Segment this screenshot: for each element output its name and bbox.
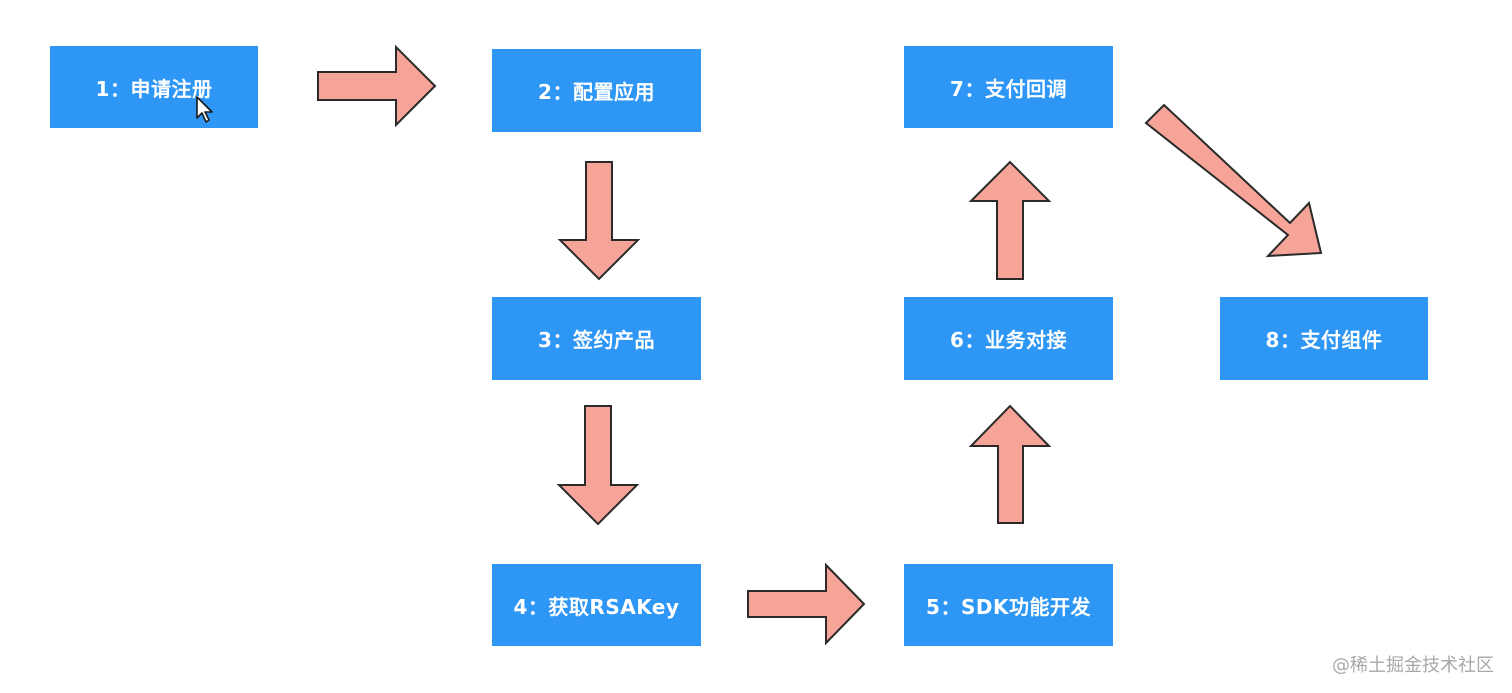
arrow-6-to-7 xyxy=(968,160,1052,280)
step-2-label: 2：配置应用 xyxy=(538,80,655,104)
arrow-7-to-8 xyxy=(1144,103,1323,258)
step-2-box: 2：配置应用 xyxy=(492,49,701,132)
mouse-pointer-icon xyxy=(196,96,213,123)
step-6-box: 6：业务对接 xyxy=(904,297,1113,380)
step-7-box: 7：支付回调 xyxy=(904,46,1113,128)
watermark: @稀土掘金技术社区 xyxy=(1332,655,1494,676)
step-5-box: 5：SDK功能开发 xyxy=(904,564,1113,646)
step-5-label: 5：SDK功能开发 xyxy=(926,594,1091,619)
arrow-1-to-2 xyxy=(317,44,437,128)
arrow-4-to-5 xyxy=(747,562,866,646)
arrow-2-to-3 xyxy=(557,161,641,281)
arrow-3-to-4 xyxy=(556,405,640,526)
step-3-label: 3：签约产品 xyxy=(538,328,655,352)
step-3-box: 3：签约产品 xyxy=(492,297,701,380)
step-7-label: 7：支付回调 xyxy=(950,76,1067,101)
step-1-box: 1：申请注册 xyxy=(50,46,258,128)
step-8-box: 8：支付组件 xyxy=(1220,297,1428,380)
step-6-label: 6：业务对接 xyxy=(950,328,1067,352)
step-1-label: 1：申请注册 xyxy=(95,76,213,101)
step-8-label: 8：支付组件 xyxy=(1265,328,1383,352)
step-4-label: 4：获取RSAKey xyxy=(513,594,680,619)
step-4-box: 4：获取RSAKey xyxy=(492,564,701,646)
arrow-5-to-6 xyxy=(968,404,1052,524)
